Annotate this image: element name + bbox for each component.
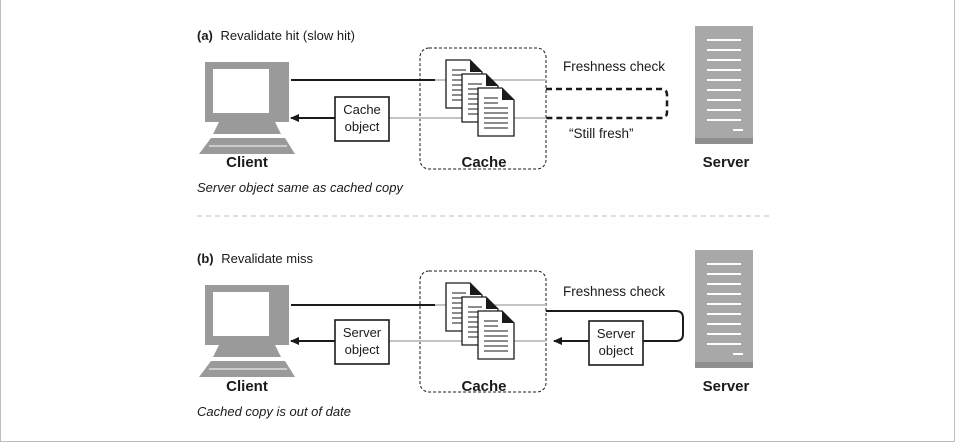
freshness-check-label: Freshness check <box>563 284 665 299</box>
panel-a-heading: (a) Revalidate hit (slow hit) <box>197 28 355 43</box>
freshness-check-loop <box>546 310 684 342</box>
freshness-check-loop <box>546 87 669 120</box>
server-side-object-box <box>588 320 644 366</box>
server-side-object-line-1: Server <box>597 326 636 341</box>
client-computer-icon <box>198 284 296 378</box>
freshness-check-label: Freshness check <box>563 59 665 74</box>
client-label: Client <box>226 378 268 395</box>
panel-a-title: Revalidate hit (slow hit) <box>221 28 355 43</box>
cache-label: Cache <box>461 154 506 171</box>
cache-object-line-2: object <box>345 119 380 134</box>
panel-b-letter: (b) <box>197 251 214 266</box>
still-fresh-label: “Still fresh” <box>569 126 634 141</box>
client-computer-icon <box>198 61 296 155</box>
client-side-object-line-2: object <box>345 342 380 357</box>
server-tower-icon <box>694 25 754 145</box>
panel-a-letter: (a) <box>197 28 213 43</box>
cache-boundary <box>419 270 547 393</box>
server-label: Server <box>703 378 750 395</box>
server-tower-icon <box>694 249 754 369</box>
cache-object-box <box>334 96 390 142</box>
server-label: Server <box>703 154 750 171</box>
client-label: Client <box>226 154 268 171</box>
cache-boundary <box>419 47 547 170</box>
client-side-object-box <box>334 319 390 365</box>
panel-b: (b) Revalidate miss Server object Server… <box>197 249 754 419</box>
panel-a: (a) Revalidate hit (slow hit) Cache obje… <box>197 25 754 195</box>
panel-a-caption: Server object same as cached copy <box>197 180 404 195</box>
panel-b-title: Revalidate miss <box>221 251 313 266</box>
client-side-object-line-1: Server <box>343 325 382 340</box>
cache-label: Cache <box>461 378 506 395</box>
panel-b-heading: (b) Revalidate miss <box>197 251 313 266</box>
cached-documents-icon <box>446 283 514 359</box>
cached-documents-icon <box>446 60 514 136</box>
panel-b-caption: Cached copy is out of date <box>197 404 351 419</box>
server-side-object-line-2: object <box>599 343 634 358</box>
cache-object-line-1: Cache <box>343 102 381 117</box>
